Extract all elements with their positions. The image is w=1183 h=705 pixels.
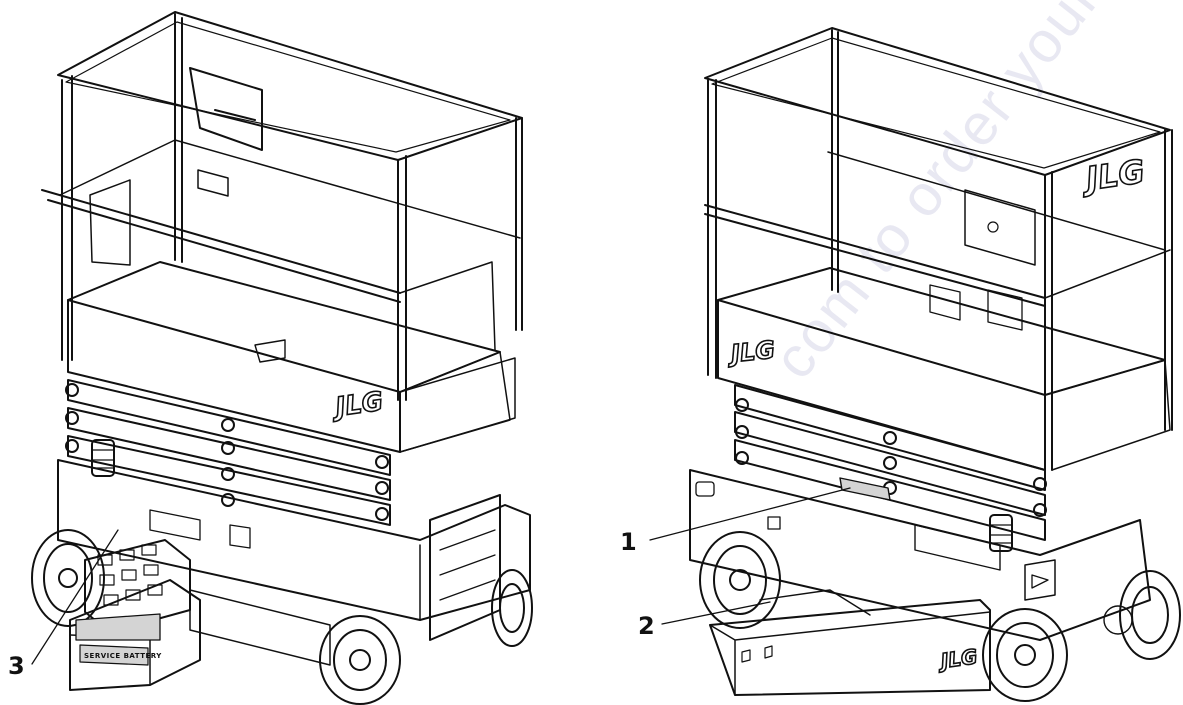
right-wheel-front	[699, 531, 781, 629]
left-wheel-rear	[319, 615, 401, 705]
right-label-plate	[839, 477, 891, 501]
left-control-box	[189, 67, 263, 151]
right-post-front-left	[707, 79, 717, 379]
service-battery-plate	[79, 644, 149, 666]
left-post-front-left	[61, 75, 73, 361]
left-beacon	[91, 439, 115, 477]
service-battery-label: SERVICE BATTERY	[84, 652, 162, 660]
callout-3: 3	[8, 652, 25, 680]
right-scissor-lift	[689, 27, 1181, 702]
right-scissor-arm-2	[734, 411, 1046, 516]
jlg-logo-right-rail: JLG	[1078, 152, 1147, 199]
callout-2-leader	[661, 601, 771, 625]
right-beacon	[989, 514, 1013, 552]
right-post-back-right	[1164, 129, 1173, 431]
jlg-logo-right-tray: JLG	[935, 644, 979, 673]
right-control-panel	[914, 524, 1001, 571]
left-mid-rail-front	[41, 189, 401, 303]
left-post-back-left	[174, 13, 183, 263]
left-post-back-right	[515, 117, 523, 331]
left-chassis	[57, 459, 531, 621]
right-top-rail	[704, 27, 1171, 176]
left-post-front-right	[397, 155, 407, 401]
right-scissor-arm-3	[734, 439, 1046, 541]
right-pulled-out-tray	[709, 599, 991, 696]
callout-1-leader	[649, 487, 851, 541]
callout-1: 1	[620, 528, 637, 556]
jlg-logo-right-platform: JLG	[726, 336, 777, 369]
right-post-back-left	[831, 29, 839, 293]
left-scissor-lift	[31, 11, 533, 705]
right-chassis	[689, 469, 1151, 641]
right-platform-side	[717, 299, 1046, 471]
callout-3-leader	[31, 529, 119, 665]
left-wheel-back	[491, 569, 533, 647]
right-scissor-arm-1	[734, 384, 1046, 491]
left-wheel-front	[31, 529, 105, 627]
right-wheel-rear	[982, 608, 1068, 702]
jlg-logo-left-platform: JLG	[329, 387, 385, 424]
right-wheel-back	[1103, 570, 1181, 660]
right-control-box	[964, 189, 1036, 266]
callout-2: 2	[638, 612, 655, 640]
left-battery-tray	[69, 579, 201, 691]
